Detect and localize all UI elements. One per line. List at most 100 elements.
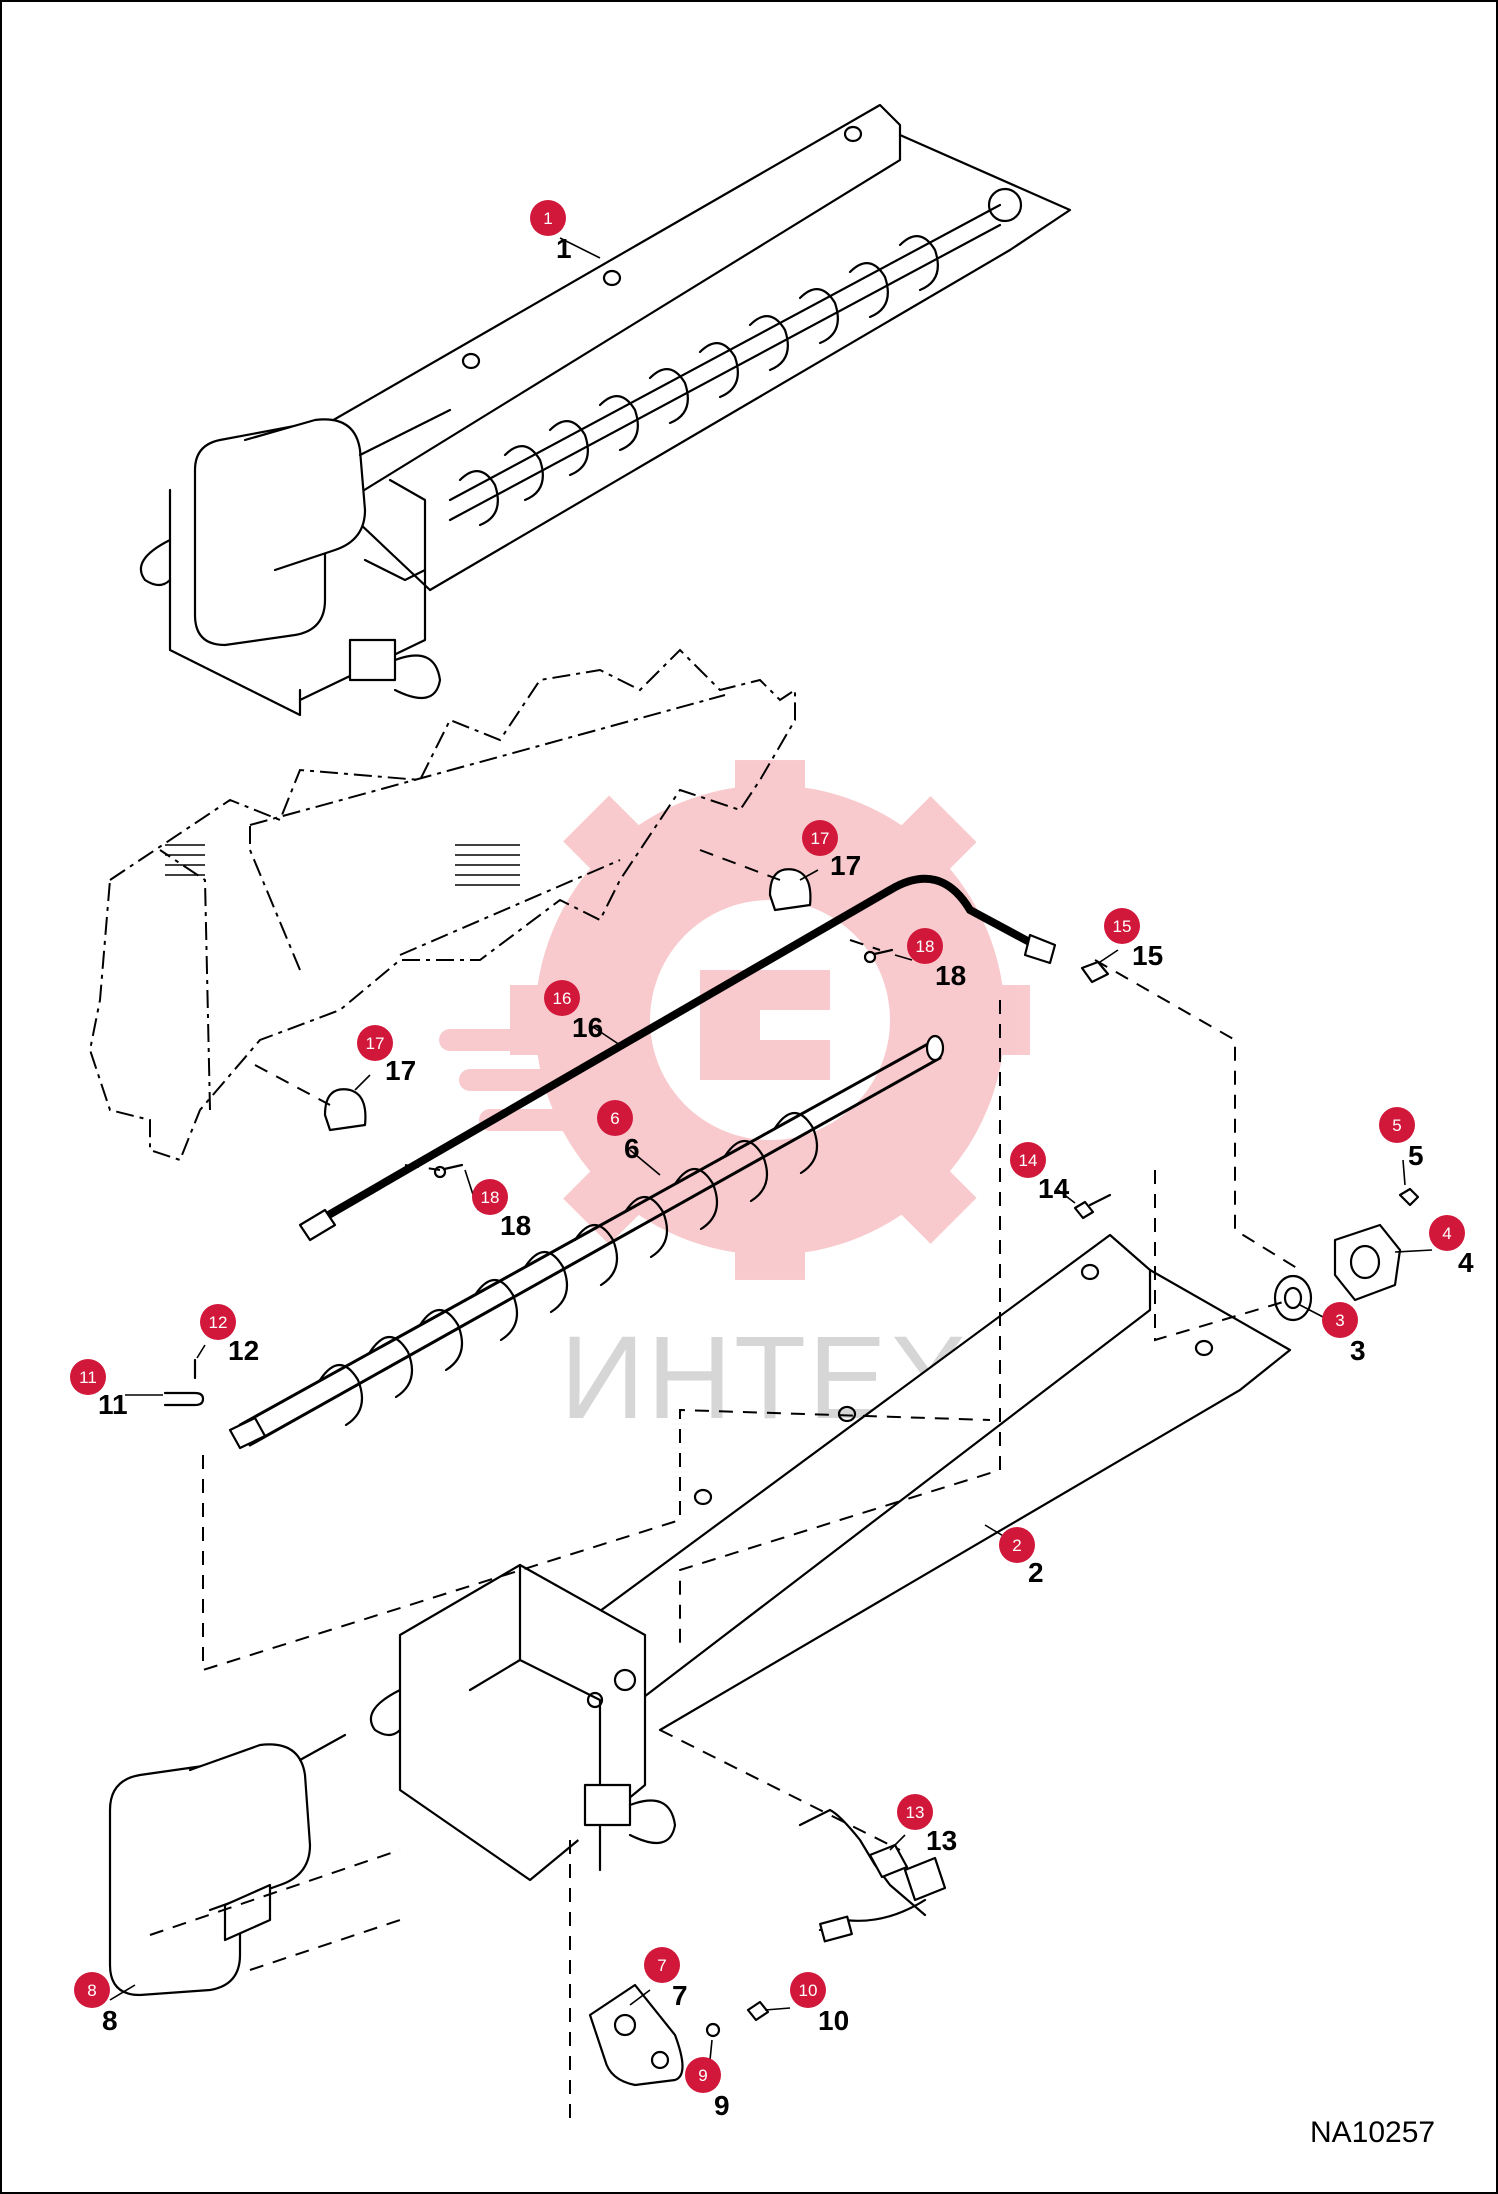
callout-leader bbox=[109, 1984, 136, 2001]
callout-number-label: 8 bbox=[102, 2005, 118, 2036]
callout-badge-number: 14 bbox=[1019, 1151, 1038, 1170]
callout-badge bbox=[1379, 1107, 1415, 1143]
callout-7: 77 bbox=[629, 1947, 688, 2011]
callout-number-label: 9 bbox=[714, 2090, 730, 2121]
hydraulic-motor bbox=[108, 1733, 347, 1997]
callout-badge-number: 1 bbox=[543, 209, 552, 228]
callout-badge bbox=[544, 980, 580, 1016]
callout-badge-number: 10 bbox=[799, 1981, 818, 2000]
callout-badge-number: 17 bbox=[811, 829, 830, 848]
callout-badge bbox=[74, 1972, 110, 2008]
callout-badge bbox=[70, 1359, 106, 1395]
callout-badge bbox=[802, 820, 838, 856]
callout-8: 88 bbox=[74, 1972, 136, 2036]
callout-1: 11 bbox=[530, 200, 601, 264]
auger-assembly-complete bbox=[139, 103, 1072, 717]
callout-leader bbox=[196, 1344, 206, 1359]
callout-number-label: 4 bbox=[1458, 1247, 1474, 1278]
callout-badge-number: 9 bbox=[698, 2066, 707, 2085]
callout-badge bbox=[1429, 1215, 1465, 1251]
callout-badge-number: 4 bbox=[1442, 1224, 1451, 1243]
sensor-harness bbox=[798, 1808, 947, 1943]
callout-badge bbox=[897, 1794, 933, 1830]
callout-3: 33 bbox=[1299, 1302, 1366, 1366]
clamp-screws bbox=[433, 948, 894, 1179]
callout-number-label: 16 bbox=[572, 1012, 603, 1043]
callout-leader bbox=[894, 954, 913, 961]
callout-badge bbox=[999, 1527, 1035, 1563]
callout-leader bbox=[1402, 1159, 1406, 1186]
callout-badge bbox=[907, 928, 943, 964]
callout-badge-number: 6 bbox=[610, 1109, 619, 1128]
callout-number-label: 3 bbox=[1350, 1335, 1366, 1366]
hose-fitting bbox=[1080, 960, 1110, 984]
callout-6: 66 bbox=[597, 1100, 661, 1176]
callout-badge bbox=[357, 1025, 393, 1061]
assembly-dashed-lines bbox=[149, 849, 1301, 2125]
loader-frame-phantom bbox=[88, 648, 796, 1162]
callout-number-label: 17 bbox=[385, 1055, 416, 1086]
callout-leader bbox=[1299, 1304, 1326, 1319]
callout-badge-number: 17 bbox=[366, 1034, 385, 1053]
watermark-gear bbox=[439, 760, 1030, 1280]
callout-leader bbox=[559, 237, 601, 259]
callout-leader bbox=[1394, 1249, 1433, 1253]
callout-leader bbox=[764, 2007, 791, 2011]
callout-badge bbox=[1104, 908, 1140, 944]
callout-badge-number: 12 bbox=[209, 1313, 228, 1332]
callout-number-label: 17 bbox=[830, 850, 861, 881]
callout-number-label: 5 bbox=[1408, 1140, 1424, 1171]
callout-badge bbox=[530, 200, 566, 236]
callout-badge bbox=[790, 1972, 826, 2008]
callout-5: 55 bbox=[1379, 1107, 1424, 1186]
callout-badge-number: 8 bbox=[87, 1981, 96, 2000]
cover-plate-hardware bbox=[588, 1983, 770, 2087]
callout-leader bbox=[799, 869, 819, 881]
callout-number-label: 13 bbox=[926, 1825, 957, 1856]
callout-number-label: 6 bbox=[624, 1133, 640, 1164]
pin-and-clip bbox=[163, 1358, 205, 1407]
auger-housing bbox=[369, 1233, 1292, 1882]
drawing-reference-code: NA10257 bbox=[1310, 2116, 1435, 2149]
callout-leader bbox=[629, 1149, 661, 1176]
callout-leader bbox=[1099, 949, 1119, 963]
callout-number-label: 7 bbox=[672, 1980, 688, 2011]
callout-badge bbox=[685, 2057, 721, 2093]
callout-badge-number: 2 bbox=[1012, 1536, 1021, 1555]
callout-number-label: 2 bbox=[1028, 1557, 1044, 1588]
callout-badge-number: 3 bbox=[1335, 1311, 1344, 1330]
callout-badge-number: 7 bbox=[657, 1956, 666, 1975]
callout-leader bbox=[1057, 1189, 1076, 1204]
callout-badge bbox=[644, 1947, 680, 1983]
callout-badge-number: 18 bbox=[916, 937, 935, 956]
callout-badge-number: 11 bbox=[79, 1368, 97, 1387]
callout-layer: 1122334455667788991010111112121313141415… bbox=[70, 200, 1474, 2121]
callout-4: 44 bbox=[1394, 1215, 1474, 1278]
auger bbox=[228, 1034, 945, 1450]
callout-number-label: 15 bbox=[1132, 940, 1163, 971]
callout-badge-number: 18 bbox=[481, 1188, 500, 1207]
callout-leader bbox=[354, 1074, 371, 1091]
callout-badge-number: 16 bbox=[553, 989, 572, 1008]
callout-number-label: 10 bbox=[818, 2005, 849, 2036]
callout-badge bbox=[597, 1100, 633, 1136]
callout-badge bbox=[1322, 1302, 1358, 1338]
callout-number-label: 1 bbox=[556, 233, 572, 264]
callout-badge bbox=[200, 1304, 236, 1340]
callout-badge bbox=[1010, 1142, 1046, 1178]
callout-number-label: 12 bbox=[228, 1335, 259, 1366]
callout-number-label: 18 bbox=[500, 1210, 531, 1241]
mounting-bolt bbox=[1073, 1193, 1112, 1220]
callout-badge-number: 15 bbox=[1113, 917, 1132, 936]
